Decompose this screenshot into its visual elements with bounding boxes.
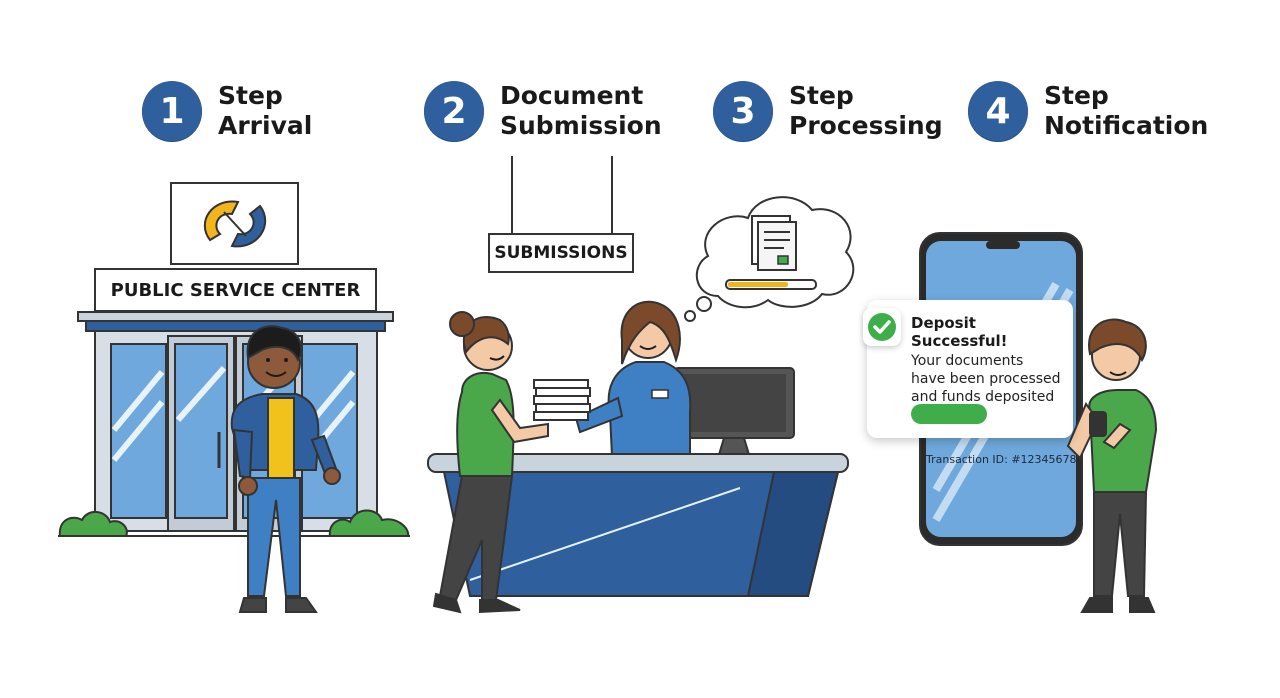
step-2-title-line2: Submission bbox=[500, 111, 662, 140]
step-3-header: 3 Step Processing bbox=[713, 78, 943, 144]
notification-title: Deposit Successful! bbox=[911, 314, 1008, 350]
man-with-phone bbox=[1066, 318, 1158, 613]
notification-card: Deposit Successful! Your documents have … bbox=[863, 300, 1073, 438]
bush-left bbox=[58, 511, 128, 537]
step-3-badge: 3 bbox=[713, 81, 773, 141]
step-4-title-line2: Notification bbox=[1044, 111, 1209, 140]
bush-right bbox=[328, 509, 410, 537]
step-3-title-line1: Step bbox=[789, 81, 854, 110]
step-2-header: 2 Document Submission bbox=[424, 78, 662, 144]
step-1-badge: 1 bbox=[142, 81, 202, 141]
step-1-title-line2: Arrival bbox=[218, 111, 313, 140]
document-icon bbox=[751, 215, 797, 271]
step-1-title: Step Arrival bbox=[218, 81, 312, 141]
service-counter bbox=[427, 453, 849, 597]
submissions-sign: SUBMISSIONS bbox=[488, 233, 634, 273]
step-3-title-line2: Processing bbox=[789, 111, 943, 140]
notification-body: Your documents have been processed and f… bbox=[911, 353, 1061, 405]
transaction-id: Transaction ID: #12345678 bbox=[926, 453, 1077, 466]
logo-icon bbox=[203, 200, 267, 248]
step-2-title-line1: Document bbox=[500, 81, 644, 110]
progress-bar-icon bbox=[725, 279, 817, 290]
step-1-header: 1 Step Arrival bbox=[142, 78, 312, 144]
step-3-title: Step Processing bbox=[789, 81, 943, 141]
paper-stack bbox=[533, 379, 591, 421]
thought-cloud bbox=[684, 196, 855, 322]
step-4-title-line1: Step bbox=[1044, 81, 1109, 110]
step-2-badge: 2 bbox=[424, 81, 484, 141]
woman-submitting bbox=[432, 311, 549, 614]
computer-monitor bbox=[673, 367, 795, 459]
man-arriving bbox=[230, 325, 341, 613]
check-icon bbox=[863, 308, 901, 346]
building-sign: PUBLIC SERVICE CENTER bbox=[94, 268, 377, 312]
step-4-title: Step Notification bbox=[1044, 81, 1208, 141]
step-2-title: Document Submission bbox=[500, 81, 662, 141]
step-1-title-line1: Step bbox=[218, 81, 283, 110]
notification-action-button[interactable] bbox=[911, 404, 987, 424]
step-4-badge: 4 bbox=[968, 81, 1028, 141]
step-4-header: 4 Step Notification bbox=[968, 78, 1208, 144]
